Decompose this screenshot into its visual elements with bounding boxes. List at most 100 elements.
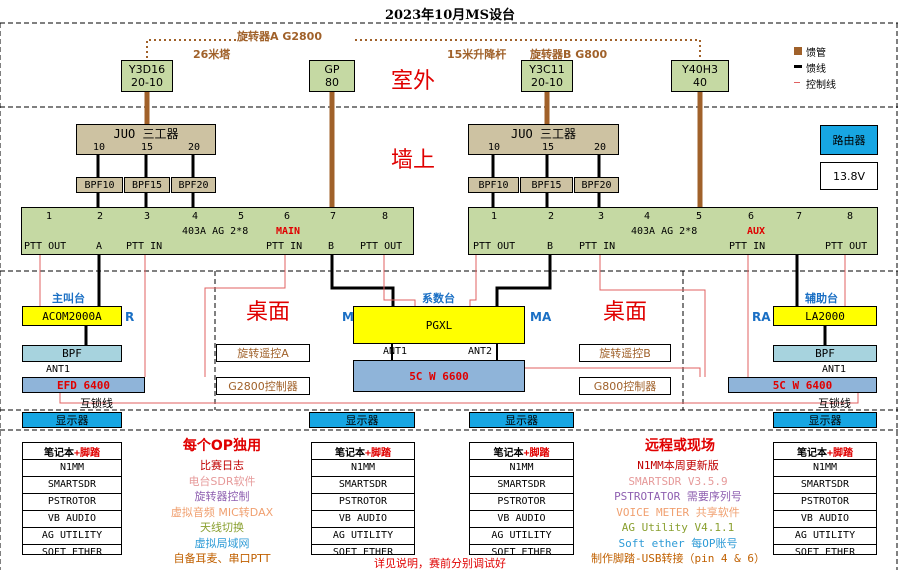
tower-26-label: 26米塔 [193,48,231,61]
laptop-item: VB AUDIO [774,511,876,528]
page-title: 2023年10月MS设台 [384,7,516,23]
laptop-item: SMARTSDR [774,477,876,494]
notes-footer: 详见说明，赛前分别调试好 [374,557,506,570]
g800-controller: G800控制器 [579,377,671,395]
right-amplifier: LA2000 [773,306,877,326]
laptop-header: 笔记本+脚踏 [774,443,876,460]
zone-desk-left-label: 桌面 [245,300,290,325]
note-line: 虚拟局域网 [194,536,250,550]
triplexer-port: 10 [93,142,106,153]
triplexer-port: 20 [188,142,201,153]
center-tag-m: M [342,310,354,324]
mast-15-label: 15米升降杆 [447,48,507,61]
left-feedlines [84,155,395,345]
laptop-header-b: +脚踏 [523,447,550,459]
left-role-label: 主叫台 [52,292,85,305]
zone-wall-label: 墙上 [390,148,435,173]
center-radio: 5C W 6600 [353,360,525,392]
center-ant1: ANT1 [383,346,408,357]
right-triplexer: JUO 三工器 10 15 20 [468,124,619,155]
note-line: 制作脚踏-USB转接（pin 4 & 6） [590,552,766,565]
monitor-left: 显示器 [22,412,122,428]
laptop-header: 笔记本+脚踏 [470,443,573,460]
switch-label: PTT OUT [360,241,403,252]
center-tag-ma: MA [530,310,552,324]
right-antenna-switch: 1 2 3 4 5 6 7 8 403A AG 2*8 AUX PTT OUT … [468,207,878,255]
right-bpf10: BPF10 [468,177,519,193]
system-label: 系数台 [422,292,455,305]
left-bpf20: BPF20 [171,177,216,193]
switch-port: 3 [143,211,151,222]
laptop-2: 笔记本+脚踏 N1MM SMARTSDR PSTROTOR VB AUDIO A… [311,442,415,558]
rotator-a-control: 旋转遥控A [216,344,310,362]
router: 路由器 [820,125,878,155]
switch-label: B [328,241,335,252]
laptop-item: AG UTILITY [23,528,121,545]
left-ant1: ANT1 [46,364,71,375]
laptop-item: SMARTSDR [23,477,121,494]
notes-left-title: 每个OP独用 [182,438,262,454]
switch-label: PTT OUT [473,241,516,252]
left-bpf: BPF [22,345,122,362]
note-line: 电台SDR软件 [188,474,256,488]
laptop-item: N1MM [774,460,876,477]
note-line: 比赛日志 [200,459,244,472]
switch-label: PTT OUT [24,241,67,252]
triplexer-label: JUO 三工器 [113,127,179,141]
right-bpf: BPF [773,345,877,362]
switch-port: 4 [191,211,199,222]
rotator-b-line [355,39,701,58]
switch-port: 2 [547,211,555,222]
left-bpf10: BPF10 [76,177,123,193]
laptop-1: 笔记本+脚踏 N1MM SMARTSDR PSTROTOR VB AUDIO A… [22,442,122,558]
antenna-name: Y40H3 [682,63,718,76]
laptop-header: 笔记本+脚踏 [23,443,121,460]
g2800-controller: G2800控制器 [216,377,310,395]
switch-tag-main: MAIN [276,226,301,237]
right-bpf20: BPF20 [574,177,619,193]
antenna-gp: GP 80 [309,60,355,92]
laptop-item: N1MM [312,460,414,477]
note-line: N1MM本周更新版 [637,459,719,472]
triplexer-label: JUO 三工器 [511,127,576,141]
laptop-item: PSTROTOR [774,494,876,511]
note-line: Soft ether 每OP账号 [618,536,738,550]
note-line: 自备耳麦、串口PTT [173,552,271,565]
switch-tag-aux: AUX [747,226,766,237]
laptop-3: 笔记本+脚踏 N1MM SMARTSDR PSTROTOR VB AUDIO A… [469,442,574,558]
switch-port: 5 [695,211,703,222]
laptop-item: SMARTSDR [470,477,573,494]
right-radio: 5C W 6400 [728,377,877,393]
legend-control: 控制线 [806,80,836,91]
switch-label: PTT OUT [825,241,868,252]
legend-feedline: 馈线 [806,64,826,75]
triplexer-port: 10 [488,142,501,153]
note-line: 天线切换 [200,521,244,534]
laptop-header: 笔记本+脚踏 [312,443,414,460]
switch-port: 4 [643,211,651,222]
right-amp-tag: RA [752,310,771,324]
laptop-item: SOFT ETHER [41,547,103,558]
legend-feed: 馈管 [806,48,826,59]
switch-port: 7 [329,211,337,222]
switch-port: 3 [597,211,605,222]
switch-port: 8 [381,211,389,222]
laptop-header-a: 笔记本 [493,447,524,459]
laptop-item: N1MM [470,460,573,477]
left-triplexer: JUO 三工器 10 15 20 [76,124,216,155]
router-voltage: 13.8V [820,162,878,190]
legend-control-swatch [794,82,800,83]
right-ant1: ANT1 [822,364,847,375]
switch-label: A [96,241,103,252]
switch-model: 403A AG 2*8 [182,226,249,237]
monitor-right: 显示器 [773,412,877,428]
left-amplifier: ACOM2000A [22,306,122,326]
laptop-header-a: 笔记本 [796,447,827,459]
antenna-band: 40 [693,76,707,89]
switch-model: 403A AG 2*8 [631,226,698,237]
right-feedlines [491,155,827,345]
